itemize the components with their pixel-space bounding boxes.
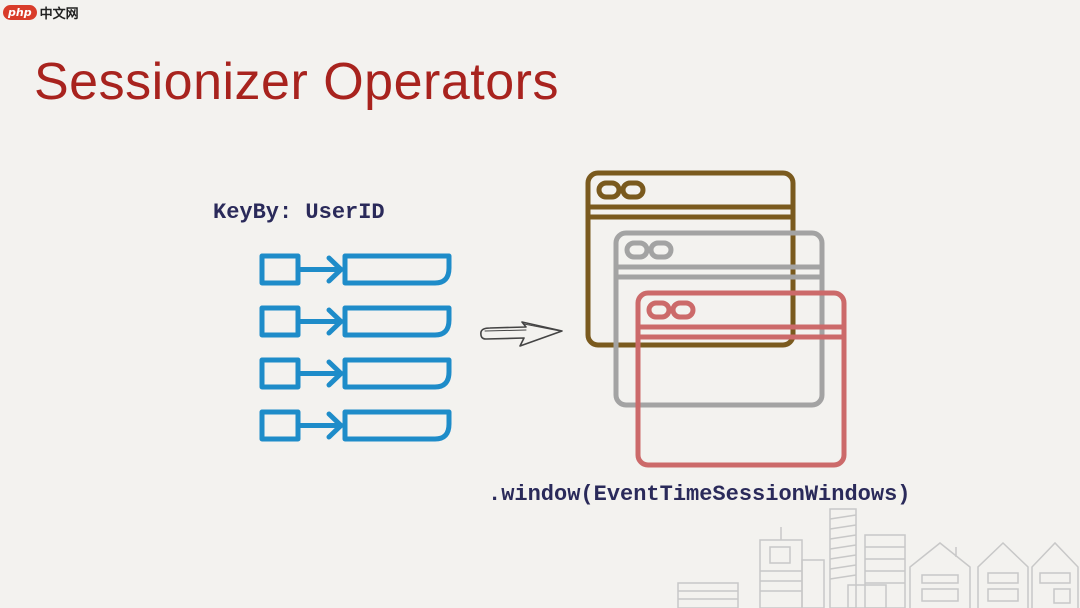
watermark-text: 中文网: [39, 6, 79, 22]
watermark-logo: php 中文网: [0, 0, 90, 24]
keyed-row-icon: [259, 409, 452, 442]
keyed-row-icon: [259, 253, 452, 286]
session-window-2-icon: [613, 230, 825, 408]
watermark-badge: php: [3, 4, 37, 20]
session-windows-icon: [585, 170, 847, 468]
hand-drawn-arrow-right-icon: [480, 321, 563, 347]
keyed-row-icon: [259, 357, 452, 390]
city-skyline-icon: [677, 508, 1079, 608]
window-operator-label: .window(EventTimeSessionWindows): [488, 482, 911, 507]
session-window-3-icon: [635, 290, 847, 468]
slide-title: Sessionizer Operators: [34, 53, 559, 111]
session-window-1-icon: [585, 170, 796, 348]
keyby-label: KeyBy: UserID: [213, 200, 385, 225]
keyed-stream-rows-icon: [259, 253, 452, 442]
keyed-row-icon: [259, 305, 452, 338]
